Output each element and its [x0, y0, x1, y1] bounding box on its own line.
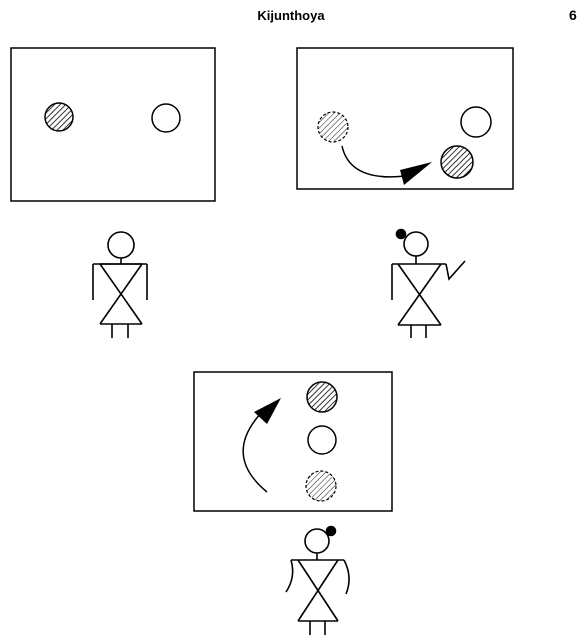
- hatched-circle-icon: [45, 103, 73, 131]
- panel-frame: [11, 48, 215, 201]
- panel-1: [11, 48, 215, 201]
- curved-arrow-icon: [243, 398, 281, 492]
- panel-2: [297, 48, 513, 189]
- hatched-circle-icon: [307, 382, 337, 412]
- hatched-circle-icon: [441, 146, 473, 178]
- open-circle-icon: [152, 104, 180, 132]
- open-circle-icon: [461, 107, 491, 137]
- panel-3: [194, 372, 392, 511]
- dashed-hatched-circle-icon: [318, 112, 348, 142]
- open-circle-icon: [308, 426, 336, 454]
- figure-with-bun-arms-curved-icon: [286, 527, 349, 635]
- standing-figure-icon: [93, 232, 147, 338]
- panel-frame: [194, 372, 392, 511]
- figure-with-bun-pointing-icon: [392, 230, 465, 339]
- dashed-hatched-circle-icon: [306, 471, 336, 501]
- curved-arrow-icon: [342, 146, 432, 185]
